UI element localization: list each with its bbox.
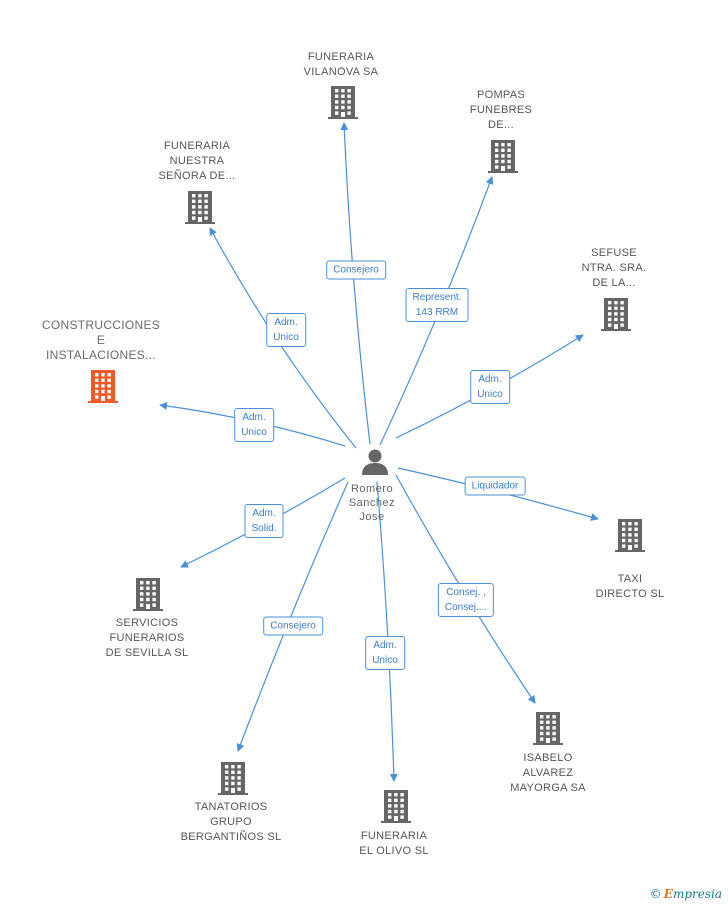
company-name-line: FUNEBRES — [469, 104, 533, 116]
copyright-icon: © — [649, 887, 662, 901]
relation-label-line: Unico — [372, 655, 398, 666]
relation-label-servicios[interactable]: Adm. Solid. — [244, 504, 284, 538]
relation-label-line: Adm. — [274, 317, 298, 328]
company-name-line: VILANOVA SA — [303, 66, 379, 78]
company-name-vilanova[interactable]: FUNERARIA VILANOVA SA — [266, 50, 416, 80]
person-name-line: Romero — [350, 483, 394, 495]
relation-label-line: 143 RRM — [415, 307, 459, 318]
building-icon-tanatorios[interactable] — [218, 762, 248, 795]
company-name-line: DIRECTO SL — [595, 588, 665, 600]
building-icon-sefuse[interactable] — [601, 298, 631, 331]
company-name-line: NUESTRA — [169, 155, 225, 167]
relation-label-line: Adm. — [242, 412, 266, 423]
relation-edge-olivo — [376, 481, 398, 782]
company-name-taxi[interactable]: TAXI DIRECTO SL — [555, 572, 705, 602]
building-icon-isabelo[interactable] — [533, 712, 563, 745]
company-name-line: MAYORGA SA — [510, 782, 586, 794]
building-icon-pompas[interactable] — [488, 140, 518, 173]
relation-label-line: Adm. — [252, 508, 276, 519]
company-name-line: DE LA... — [592, 277, 636, 289]
person-name-line: Jose — [359, 511, 385, 523]
building-icon-taxi[interactable] — [615, 519, 645, 552]
company-name-servicios[interactable]: SERVICIOS FUNERARIOS DE SEVILLA SL — [72, 616, 222, 661]
company-name-sefuse[interactable]: SEFUSE NTRA. SRA. DE LA... — [539, 246, 689, 291]
company-name-isabelo[interactable]: ISABELO ALVAREZ MAYORGA SA — [473, 751, 623, 796]
relation-label-tanatorios[interactable]: Consejero — [263, 616, 323, 636]
relation-edge-tanatorios — [236, 481, 349, 752]
relation-label-taxi[interactable]: Liquidador — [464, 476, 526, 496]
company-name-line: BERGANTIÑOS SL — [180, 831, 282, 843]
company-name-line: FUNERARIOS — [109, 632, 185, 644]
relation-label-line: Consejero — [270, 620, 316, 632]
relation-label-line: Consej. , — [446, 587, 486, 598]
relation-label-olivo[interactable]: Adm. Unico — [365, 636, 405, 670]
company-name-line: CONSTRUCCIONES — [41, 318, 161, 332]
relation-label-line: Consejero — [333, 264, 379, 276]
company-name-line: EL OLIVO SL — [359, 845, 429, 857]
relation-label-pompas[interactable]: Represent. 143 RRM — [405, 288, 469, 322]
relation-label-line: Unico — [477, 389, 503, 400]
brand-initial: E — [663, 887, 673, 901]
company-name-olivo[interactable]: FUNERARIA EL OLIVO SL — [319, 829, 469, 859]
company-name-line: E — [96, 333, 106, 347]
company-name-line: DE... — [488, 119, 514, 131]
relation-label-isabelo[interactable]: Consej. , Consej.... — [437, 583, 495, 617]
company-name-tanatorios[interactable]: TANATORIOS GRUPO BERGANTIÑOS SL — [156, 800, 306, 845]
company-name-line: FUNERARIA — [307, 51, 375, 63]
building-icon-olivo[interactable] — [381, 790, 411, 823]
company-name-line: POMPAS — [476, 89, 526, 101]
relation-label-construcciones[interactable]: Adm. Unico — [234, 408, 274, 442]
company-name-line: SERVICIOS — [115, 617, 179, 629]
person-icon[interactable] — [362, 449, 388, 476]
company-name-line: FUNERARIA — [360, 830, 428, 842]
company-name-line: ISABELO — [523, 752, 573, 764]
company-name-line: ALVAREZ — [522, 767, 574, 779]
empresia-watermark: ©Empresia — [650, 887, 722, 901]
relation-label-line: Unico — [273, 332, 299, 343]
company-name-line: TANATORIOS — [194, 801, 268, 813]
relation-label-line: Consej.... — [444, 602, 488, 613]
company-name-line: FUNERARIA — [163, 140, 231, 152]
company-name-nuestra-senora[interactable]: FUNERARIA NUESTRA SEÑORA DE... — [122, 139, 272, 184]
relation-label-line: Solid. — [251, 523, 277, 534]
relation-label-sefuse[interactable]: Adm. Unico — [470, 370, 510, 404]
relation-label-line: Liquidador — [471, 480, 519, 492]
company-name-line: SEFUSE — [591, 247, 637, 259]
building-icon-servicios[interactable] — [133, 578, 163, 611]
relation-label-line: Represent. — [412, 292, 462, 303]
relation-label-nuestra-senora[interactable]: Adm. Unico — [266, 313, 306, 347]
relation-edge-vilanova — [340, 122, 371, 445]
building-icon-vilanova[interactable] — [328, 86, 358, 119]
building-icon-nuestra-senora[interactable] — [185, 191, 215, 224]
relation-label-line: Unico — [241, 427, 267, 438]
building-icon-construcciones[interactable] — [88, 370, 118, 403]
company-name-line: NTRA. SRA. — [581, 262, 647, 274]
company-name-line: INSTALACIONES... — [46, 348, 156, 362]
company-name-line: SEÑORA DE... — [158, 170, 236, 182]
relation-label-line: Adm. — [478, 374, 502, 385]
relation-label-line: Adm. — [373, 640, 397, 651]
relation-label-vilanova[interactable]: Consejero — [326, 260, 386, 280]
person-name-line: Sanchez — [348, 497, 396, 509]
brand-name: mpresia — [672, 887, 722, 901]
company-name-line: GRUPO — [210, 816, 252, 828]
company-name-line: DE SEVILLA SL — [105, 647, 189, 659]
company-name-pompas[interactable]: POMPAS FUNEBRES DE... — [426, 88, 576, 133]
company-name-line: TAXI — [617, 573, 643, 585]
